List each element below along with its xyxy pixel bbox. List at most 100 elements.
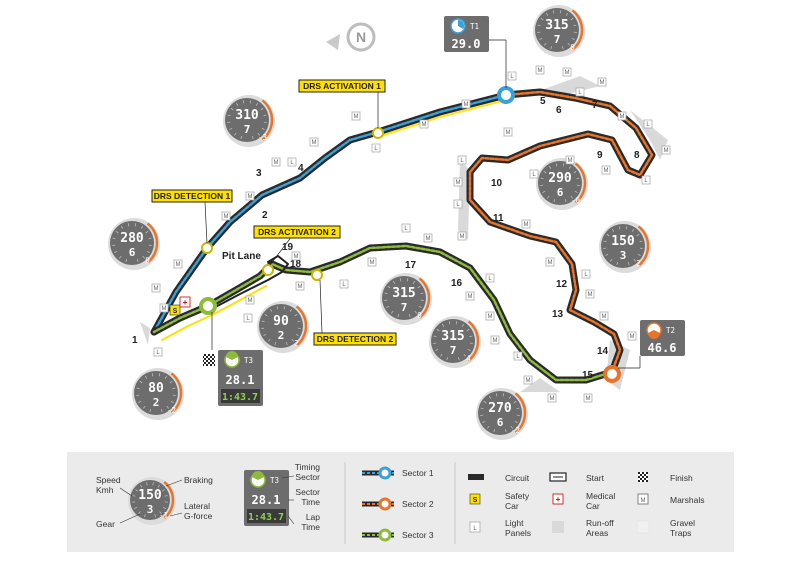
- svg-text:DRS DETECTION 2: DRS DETECTION 2: [317, 334, 394, 344]
- g-t10-gear: 6: [557, 186, 564, 199]
- marshal-post-icon: [503, 127, 513, 137]
- track: [150, 88, 656, 384]
- marshal-post-icon: [245, 191, 255, 201]
- light-panel-icon: [513, 351, 523, 361]
- svg-text:28.1: 28.1: [252, 493, 281, 507]
- marshal-post-icon: [627, 331, 637, 341]
- marshal-post-icon: [583, 393, 593, 403]
- light-panel-icon: [485, 273, 495, 283]
- post-letter: M: [586, 396, 591, 402]
- marshal-post-icon: [547, 393, 557, 403]
- g-t10-gforce: -0.1: [571, 196, 589, 205]
- light-panel-icon: [581, 269, 591, 279]
- g-t12-speed: 150: [611, 234, 635, 249]
- post-letter: M: [524, 222, 529, 228]
- marshal-post-icon: [245, 295, 255, 305]
- marshal-post-icon: [617, 111, 627, 121]
- post-letter: L: [246, 316, 250, 322]
- svg-text:Traps: Traps: [670, 528, 691, 538]
- legend-gauge-explainer: Speed Kmh Gear Braking Lateral G-force 1…: [96, 475, 213, 529]
- svg-text:Sector 2: Sector 2: [402, 499, 434, 509]
- g-t1b-speed: 80: [148, 381, 164, 396]
- post-letter: M: [224, 214, 229, 220]
- g-t15-gforce: -2.2: [511, 426, 529, 435]
- sector-t2-time: 46.6: [648, 341, 677, 355]
- svg-text:Panels: Panels: [505, 528, 531, 538]
- marshal-post-icon: [597, 77, 607, 87]
- g-t10-speed: 290: [548, 171, 572, 186]
- svg-text:S: S: [173, 308, 178, 315]
- marshal-post-icon: [295, 281, 305, 291]
- sector3-marker: [199, 297, 217, 315]
- turn-19-label: 19: [282, 242, 294, 253]
- post-letter: M: [550, 396, 555, 402]
- sector-t1-time: 29.0: [452, 37, 481, 51]
- run-off-swatch-icon: [552, 521, 564, 533]
- svg-text:Areas: Areas: [586, 528, 608, 538]
- marshal-post-icon: [465, 291, 475, 301]
- marshal-post-icon: [173, 259, 183, 269]
- marshal-post-icon: [523, 375, 533, 385]
- post-letter: M: [274, 160, 279, 166]
- svg-text:Lap: Lap: [306, 512, 320, 522]
- g-t17-gforce: 0.0: [417, 311, 431, 320]
- turn-11-label: 11: [493, 213, 504, 224]
- post-letter: L: [342, 282, 346, 288]
- svg-text:Circuit: Circuit: [505, 473, 530, 483]
- post-letter: L: [584, 272, 588, 278]
- compass-letter: N: [356, 29, 366, 45]
- sector-t3-time: 28.1: [226, 373, 255, 387]
- marshal-post-icon: [309, 137, 319, 147]
- marshal-post-icon: [419, 119, 429, 129]
- marshal-post-icon: [221, 211, 231, 221]
- post-letter: M: [568, 158, 573, 164]
- post-letter: L: [460, 158, 464, 164]
- post-letter: M: [506, 130, 511, 136]
- post-letter: M: [565, 70, 570, 76]
- turn-14-label: 14: [597, 346, 609, 357]
- legend-sectors: Sector 1 Sector 2 Sector 3: [362, 466, 434, 542]
- svg-text:Start: Start: [586, 473, 605, 483]
- turn-labels: 1 2 3 4 5 6 7 8 9 10 11 12 13 14 15 16 1…: [132, 96, 640, 381]
- post-letter: M: [538, 68, 543, 74]
- light-panel-icon: [243, 313, 253, 323]
- g-t15-gear: 6: [497, 416, 504, 429]
- marshal-post-icon: [562, 67, 572, 77]
- post-letter: M: [468, 294, 473, 300]
- g-t16-gear: 7: [450, 344, 457, 357]
- turn-4-label: 4: [298, 163, 304, 174]
- svg-text:Timing: Timing: [295, 462, 320, 472]
- drs-detection-1-label: DRS DETECTION 1: [151, 189, 233, 203]
- post-letter: M: [620, 114, 625, 120]
- light-panel-icon: [643, 119, 653, 129]
- g-t17-gear: 7: [401, 301, 408, 314]
- light-panel-icon: [507, 71, 517, 81]
- sector-t2-id: T2: [666, 326, 675, 335]
- svg-text:Marshals: Marshals: [670, 495, 704, 505]
- turn-9-label: 9: [597, 150, 603, 161]
- g-t4-gear: 7: [244, 123, 251, 136]
- sector-time-t3: T3 28.1 1:43.7: [211, 312, 263, 406]
- svg-text:Safety: Safety: [505, 491, 530, 501]
- post-letter: M: [460, 234, 465, 240]
- legend-timing-explainer: T3 28.1 1:43.7 Timing Sector Sector Time…: [244, 462, 320, 532]
- marshal-post-icon: [151, 283, 161, 293]
- post-letter: M: [312, 140, 317, 146]
- post-letter: M: [602, 314, 607, 320]
- safety-car-swatch-icon: [469, 493, 481, 505]
- light-panel-icon: [371, 143, 381, 153]
- marshal-post-icon: [545, 257, 555, 267]
- svg-text:Car: Car: [586, 501, 600, 511]
- g-t1b-gforce: -2.0: [167, 406, 186, 415]
- post-letter: M: [456, 180, 461, 186]
- post-letter: M: [526, 378, 531, 384]
- svg-text:Speed: Speed: [96, 475, 121, 485]
- post-letter: M: [488, 314, 493, 320]
- turn-12-label: 12: [556, 279, 568, 290]
